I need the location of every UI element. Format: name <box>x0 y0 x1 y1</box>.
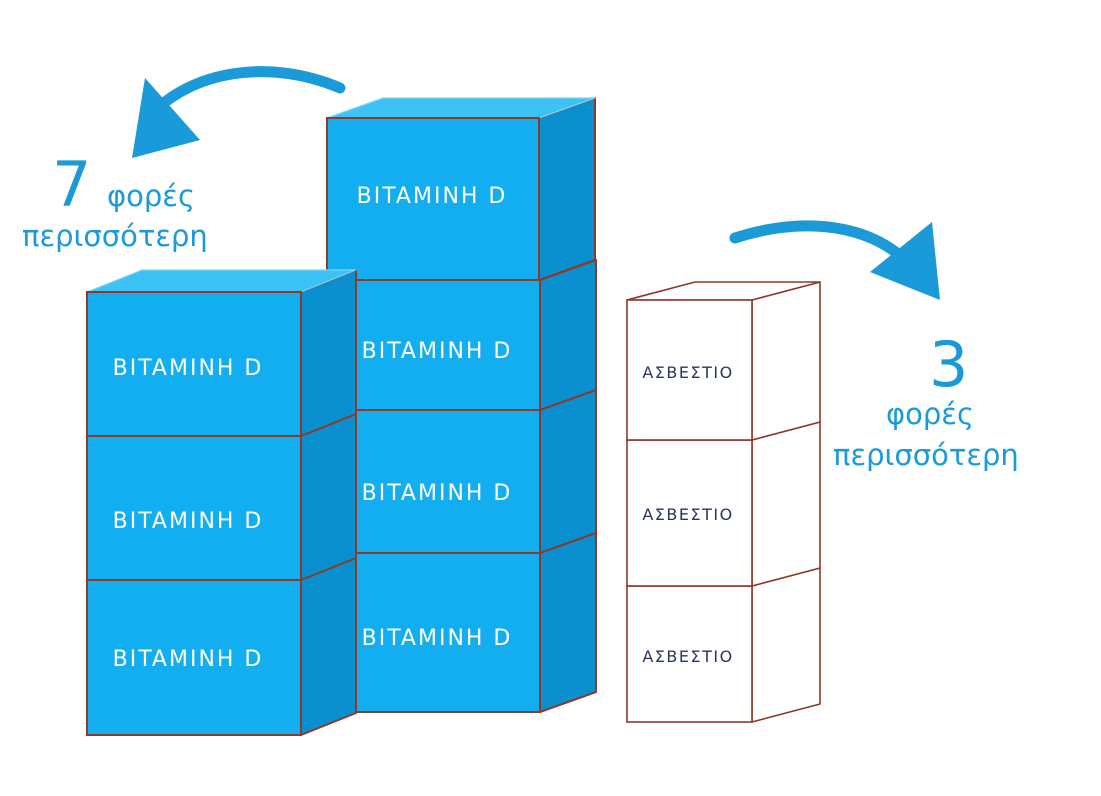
right-calcium-stack: ΑΣΒΕΣΤΙΟ ΑΣΒΕΣΤΙΟ ΑΣΒΕΣΤΙΟ <box>626 281 821 723</box>
middle-stack-box-2-side-face <box>539 387 597 554</box>
middle-stack-box-4: BITAMINH D <box>326 97 596 281</box>
right-stack-box-1-side-face <box>751 567 821 723</box>
left-caption-line1: φορές <box>107 179 195 213</box>
left-stack-box-3-label: BITAMINH D <box>113 356 264 381</box>
left-caption-number: 7 <box>52 148 91 221</box>
right-stack-box-2-front-face <box>626 439 753 587</box>
middle-stack-box-1-front-face <box>354 551 541 713</box>
left-stack-box-3-side-face <box>300 269 357 437</box>
left-stack-box-2-front-face <box>86 435 302 581</box>
right-caption-line1: φορές <box>886 397 974 431</box>
middle-stack-box-3-side-face <box>539 259 597 411</box>
right-stack-box-3-side-face <box>751 281 821 441</box>
left-stack-box-3: BITAMINH D <box>86 269 357 437</box>
right-caption: 3 φορές περισσότερη <box>833 328 1019 472</box>
middle-stack-box-1-side-face <box>539 531 597 713</box>
left-vitamin-d-stack: BITAMINH D BITAMINH D BITAMINH D <box>86 269 357 736</box>
right-curved-arrow-icon <box>729 220 940 300</box>
middle-stack-box-2-label: BITAMINH D <box>362 481 513 506</box>
left-caption: 7 φορές περισσότερη <box>22 148 208 253</box>
left-stack-box-1: BITAMINH D <box>86 555 357 736</box>
middle-stack-box-3-front-face <box>354 279 541 411</box>
middle-stack-box-1: BITAMINH D <box>354 531 597 713</box>
middle-stack-box-4-side-face <box>538 97 596 281</box>
left-stack-box-1-side-face <box>300 555 357 736</box>
left-caption-line2: περισσότερη <box>22 219 208 253</box>
right-stack-box-2-side-face <box>751 421 821 587</box>
left-stack-box-3-front-face <box>86 291 302 437</box>
middle-stack-box-1-label: BITAMINH D <box>362 626 513 651</box>
right-stack-box-2: ΑΣΒΕΣΤΙΟ <box>626 421 821 587</box>
middle-vitamin-d-stack: BITAMINH D BITAMINH D BITAMINH D BITAMINH D <box>326 97 597 713</box>
middle-stack-box-2: BITAMINH D <box>354 387 597 554</box>
right-stack-box-3-label: ΑΣΒΕΣΤΙΟ <box>642 363 733 382</box>
right-stack-box-2-label: ΑΣΒΕΣΤΙΟ <box>642 505 733 524</box>
left-curved-arrow-icon <box>132 66 346 158</box>
left-stack-box-2: BITAMINH D <box>86 413 357 581</box>
middle-stack-box-4-label: BITAMINH D <box>357 184 508 209</box>
middle-stack-box-4-front-face <box>326 117 540 281</box>
left-stack-box-2-label: BITAMINH D <box>113 509 264 534</box>
middle-stack-box-3: BITAMINH D <box>354 259 597 411</box>
right-stack-box-1-label: ΑΣΒΕΣΤΙΟ <box>642 647 733 666</box>
left-stack-box-2-side-face <box>300 413 357 581</box>
middle-stack-box-2-front-face <box>354 407 541 554</box>
right-stack-box-3-front-face <box>626 299 753 441</box>
left-stack-box-1-label: BITAMINH D <box>113 647 264 672</box>
middle-stack-box-3-label: BITAMINH D <box>362 339 513 364</box>
right-stack-box-3: ΑΣΒΕΣΤΙΟ <box>626 281 821 441</box>
right-stack-box-1: ΑΣΒΕΣΤΙΟ <box>626 567 821 723</box>
right-stack-box-1-front-face <box>626 585 753 723</box>
left-stack-box-1-front-face <box>86 577 302 736</box>
right-caption-line2: περισσότερη <box>833 438 1019 472</box>
right-caption-number: 3 <box>929 328 968 401</box>
